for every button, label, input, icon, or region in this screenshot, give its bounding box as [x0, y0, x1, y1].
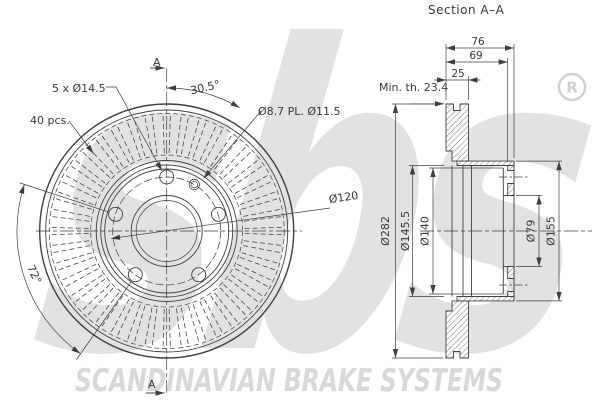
section-marker-top: A: [153, 56, 161, 69]
section-marker-bottom: A: [148, 378, 156, 391]
flange-section-bottom: [507, 266, 515, 279]
pin-hole-label: Ø8.7 PL. Ø11.5: [258, 105, 341, 118]
dim-text-hat-diameter: Ø155: [545, 216, 558, 246]
vane-count-label: 40 pcs.: [30, 114, 70, 127]
hat-wall-section-top: [456, 160, 515, 166]
section-title: Section A–A: [428, 3, 505, 17]
bolt-circle-leader: [110, 207, 331, 240]
bore-chamfer: [135, 200, 198, 262]
front-view: A A 5 x Ø14.5 40 pcs. Ø8.7 PL. Ø11.5 Ø12…: [16, 56, 359, 396]
sbs-watermark: sbs R SCANDINAVIAN BRAKE SYSTEMS: [16, 0, 600, 400]
min-thickness-label: Min. th. 23.4: [379, 81, 448, 94]
friction-inner-circle: [100, 164, 234, 298]
friction-ring-section-top: [445, 103, 469, 162]
bolt-hole: [127, 267, 143, 283]
center-bore: [130, 195, 203, 267]
dim-text-friction-inner-diameter: Ø145.5: [399, 211, 412, 251]
locating-pin-hole-outer: [188, 179, 200, 191]
section-view: Section A–A: [379, 3, 592, 359]
angle-extension-line: [19, 182, 109, 213]
registered-trademark-icon: [557, 72, 587, 102]
bolt-circle-label: Ø120: [328, 189, 359, 206]
pin-hole-leader: [203, 110, 262, 179]
bolt-hole: [191, 267, 207, 283]
vane-count-leader: [68, 120, 94, 154]
bolt-circle: [112, 176, 222, 286]
dim-text-outer-diameter: Ø282: [379, 216, 392, 246]
registered-trademark-letter: R: [566, 79, 578, 97]
dim-text-overall-width: 76: [471, 36, 485, 48]
angle-extension-line: [76, 281, 132, 360]
flange-section-top: [507, 165, 515, 171]
friction-ring-section-bottom: [445, 300, 469, 359]
dim-text-bore-diameter: Ø79: [525, 220, 538, 243]
dim-text-inner-diameter: Ø140: [419, 216, 432, 246]
wheel-bolt-holes: [108, 169, 226, 283]
dim-text-hat-depth: 69: [469, 50, 482, 62]
flange-section-top: [507, 183, 515, 196]
bolt-spacing-arc: [16, 184, 81, 354]
hat-wall-section-bottom: [456, 296, 515, 302]
section-interior-edges: [451, 161, 515, 301]
pin-angle-arc: [166, 85, 240, 109]
bolt-hole: [210, 206, 226, 222]
bolt-hole-leader: [106, 86, 163, 172]
hat-step-circle: [104, 168, 230, 294]
hat-outer-circle: [95, 160, 238, 302]
brand-tagline: SCANDINAVIAN BRAKE SYSTEMS: [75, 363, 503, 399]
flange-section-bottom: [507, 291, 515, 297]
vane-root-circle: [90, 154, 244, 308]
bolt-hole: [108, 206, 124, 222]
bolt-hole: [159, 169, 175, 185]
bolt-holes-label: 5 x Ø14.5: [52, 82, 106, 95]
dim-text-disc-thickness: 25: [451, 68, 464, 80]
locating-pin-hole-inner: [190, 180, 198, 189]
sbs-logo-watermark: sbs: [16, 0, 600, 400]
